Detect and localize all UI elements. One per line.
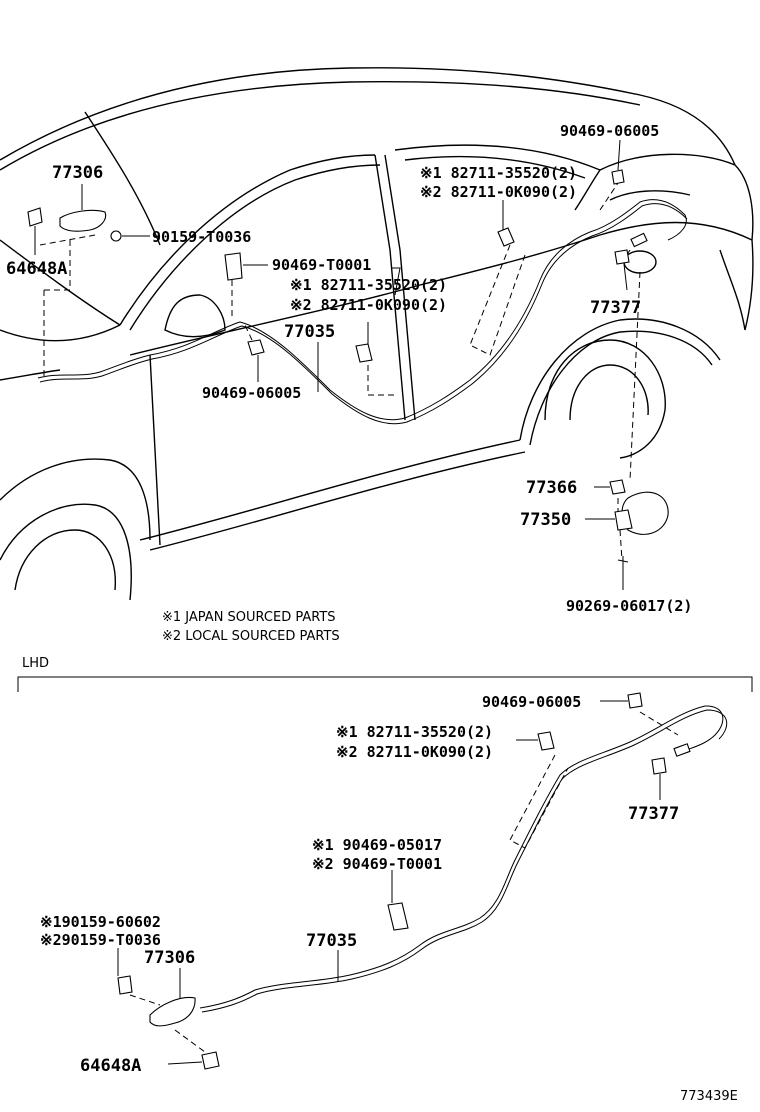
- label-64648a-lower: 64648A: [80, 1056, 141, 1076]
- note-local-sourced: ※2 LOCAL SOURCED PARTS: [162, 629, 340, 644]
- label-90469-06005-lower: 90469-06005: [482, 693, 581, 711]
- label-90469-t0001-lower: ※2 90469-T0001: [312, 855, 442, 873]
- lower-parts: [117, 692, 667, 1070]
- upper-leaders: [34, 139, 628, 590]
- label-82711-0k090-mid: ※2 82711-0K090(2): [290, 296, 447, 314]
- upper-parts: [27, 169, 669, 572]
- label-77366: 77366: [526, 478, 577, 498]
- label-90469-t0001-upper: 90469-T0001: [272, 256, 371, 274]
- label-82711-0k090-lower: ※2 82711-0K090(2): [336, 743, 493, 761]
- vehicle-body-outline: [0, 67, 754, 601]
- label-77377-upper: 77377: [590, 298, 641, 318]
- label-90469-05017: ※1 90469-05017: [312, 836, 442, 854]
- label-82711-0k090-top: ※2 82711-0K090(2): [420, 183, 577, 201]
- note-japan-sourced: ※1 JAPAN SOURCED PARTS: [162, 610, 336, 625]
- label-90469-06005-left: 90469-06005: [202, 384, 301, 402]
- upper-cable: [37, 199, 688, 425]
- label-77306-lower: 77306: [144, 948, 195, 968]
- lower-dashed-guides: [129, 711, 679, 1053]
- label-77035-lower: 77035: [306, 931, 357, 951]
- label-82711-35520-lower: ※1 82711-35520(2): [336, 723, 493, 741]
- diagram-id: 773439E: [680, 1089, 738, 1104]
- source-notes: ※1 JAPAN SOURCED PARTS ※2 LOCAL SOURCED …: [162, 610, 340, 644]
- label-77306-upper: 77306: [52, 163, 103, 183]
- label-77035-upper: 77035: [284, 322, 335, 342]
- label-82711-35520-mid: ※1 82711-35520(2): [290, 276, 447, 294]
- lhd-label: LHD: [22, 656, 49, 671]
- lower-labels: 90469-06005 ※1 82711-35520(2) ※2 82711-0…: [40, 693, 679, 1076]
- lower-leaders: [117, 700, 661, 1065]
- upper-dashed-guides: [39, 179, 641, 561]
- upper-labels: 77306 64648A 90159-T0036 90469-T0001 ※1 …: [6, 122, 692, 615]
- label-64648a-upper: 64648A: [6, 259, 67, 279]
- label-77377-lower: 77377: [628, 804, 679, 824]
- lhd-section: LHD: [17, 656, 753, 692]
- label-90159-60602: ※190159-60602: [40, 913, 161, 931]
- label-82711-35520-top: ※1 82711-35520(2): [420, 164, 577, 182]
- label-90159-t0036-lower: ※290159-T0036: [40, 931, 161, 949]
- label-90469-06005-top: 90469-06005: [560, 122, 659, 140]
- label-90269-06017: 90269-06017(2): [566, 597, 692, 615]
- label-77350: 77350: [520, 510, 571, 530]
- label-90159-t0036-upper: 90159-T0036: [152, 228, 251, 246]
